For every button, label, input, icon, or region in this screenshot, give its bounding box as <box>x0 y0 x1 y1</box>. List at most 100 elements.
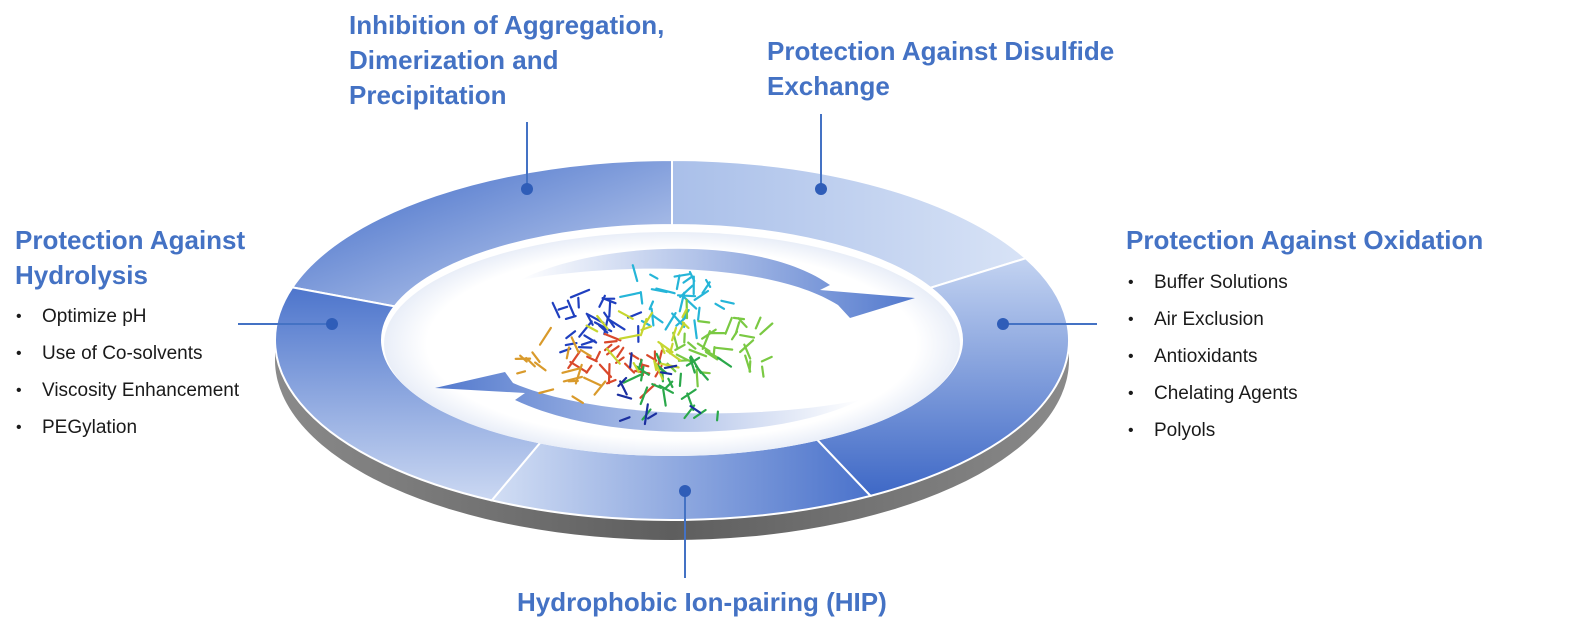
protein-bond <box>583 334 598 344</box>
heading-disulfide-line-2: Exchange <box>767 71 890 101</box>
protein-bond <box>760 365 765 378</box>
protein-bond <box>603 332 622 342</box>
protein-bond <box>693 319 698 340</box>
protein-bond <box>606 317 626 331</box>
protein-bond <box>701 330 712 350</box>
protein-bond <box>639 365 645 382</box>
protein-bond <box>704 351 719 361</box>
heading-hip-line-1: Hydrophobic Ion-pairing (HIP) <box>517 587 887 617</box>
protein-bond <box>682 276 693 284</box>
protein-bond <box>631 264 639 283</box>
protein-bond <box>632 362 640 374</box>
protein-bond <box>561 367 582 374</box>
protein-bond <box>692 408 707 419</box>
protein-bond <box>696 306 701 321</box>
protein-bond <box>654 362 664 381</box>
protein-bond <box>650 313 664 324</box>
protein-bond <box>578 320 593 338</box>
protein-bond <box>673 273 691 278</box>
protein-bond <box>678 291 686 313</box>
connector-disulfide <box>815 114 827 195</box>
protein-bond <box>538 388 555 395</box>
protein-bond <box>598 294 607 308</box>
hydrolysis-bullet-list: Optimize pH Use of Co-solvents Viscosity… <box>14 298 239 446</box>
connector-hydrolysis <box>238 318 338 330</box>
arrow-top <box>520 248 915 318</box>
protein-bond <box>724 316 733 335</box>
protein-bond <box>662 388 667 407</box>
heading-hydrolysis-line-1: Protection Against <box>15 225 246 255</box>
protein-bond <box>640 325 653 331</box>
arrow-bottom <box>435 372 860 432</box>
protein-bond <box>693 289 710 301</box>
protein-bond <box>667 377 674 389</box>
protein-bond <box>670 326 678 342</box>
protein-bond <box>689 405 702 414</box>
protein-bond <box>646 412 658 420</box>
protein-bond <box>658 384 675 394</box>
protein-bond <box>637 358 643 371</box>
protein-bond <box>562 375 584 383</box>
protein-bond <box>754 316 762 330</box>
protein-bond <box>675 316 688 327</box>
protein-bond <box>557 305 569 311</box>
protein-bond <box>650 307 655 327</box>
heading-disulfide-line-1: Protection Against Disulfide <box>767 36 1115 66</box>
protein-bond <box>738 339 755 354</box>
protein-bond <box>643 403 649 426</box>
protein-bond <box>681 308 688 319</box>
heading-hydrolysis-line-2: Hydrolysis <box>15 260 148 290</box>
protein-bond <box>603 340 618 344</box>
protein-bond <box>618 333 641 340</box>
protein-bond <box>616 393 633 400</box>
protein-bond <box>533 361 547 372</box>
hydrolysis-bullet: PEGylation <box>14 409 239 446</box>
protein-bond <box>648 300 655 311</box>
protein-bond <box>675 274 681 291</box>
hydrolysis-bullet: Viscosity Enhancement <box>14 372 239 409</box>
protein-bond <box>617 376 628 388</box>
protein-bond <box>579 348 592 358</box>
protein-bond <box>571 395 585 404</box>
hydrolysis-bullet: Optimize pH <box>14 298 239 335</box>
protein-bond <box>665 349 682 362</box>
protein-bond <box>653 359 658 372</box>
protein-bond <box>593 321 613 333</box>
heading-aggregation-line-2: Dimerization and <box>349 45 559 75</box>
protein-bond <box>623 362 636 374</box>
protein-bond <box>594 350 602 362</box>
heading-disulfide: Protection Against Disulfide Exchange <box>767 34 1114 104</box>
protein-bond <box>687 341 697 350</box>
protein-bond <box>619 291 641 298</box>
protein-bond <box>644 311 654 324</box>
protein-bond <box>577 346 593 349</box>
protein-bond <box>577 296 580 309</box>
protein-bond <box>586 313 594 326</box>
protein-bond <box>679 284 694 298</box>
protein-bond <box>677 321 686 336</box>
protein-bond <box>605 347 621 365</box>
protein-bond <box>616 346 625 358</box>
connector-aggregation <box>521 122 533 195</box>
protein-bond <box>715 410 720 422</box>
protein-bond <box>605 345 620 356</box>
protein-bond <box>618 416 631 422</box>
protein-bond <box>655 352 662 365</box>
heading-oxidation: Protection Against Oxidation <box>1126 223 1483 258</box>
protein-bond <box>565 346 571 360</box>
protein-bond <box>593 380 607 396</box>
protein-bond <box>681 321 690 330</box>
protein-bond <box>716 356 733 368</box>
oxidation-bullet: Chelating Agents <box>1126 375 1298 412</box>
ring-segment-right <box>815 257 1070 498</box>
protein-bond <box>570 336 580 354</box>
protein-bond <box>697 320 711 324</box>
protein-bond <box>737 317 748 329</box>
protein-bond <box>617 310 634 320</box>
protein-bond <box>657 340 674 354</box>
protein-bond <box>759 322 774 336</box>
protein-bond <box>608 299 612 318</box>
protein-bond <box>694 365 709 381</box>
connector-oxidation <box>997 318 1097 330</box>
